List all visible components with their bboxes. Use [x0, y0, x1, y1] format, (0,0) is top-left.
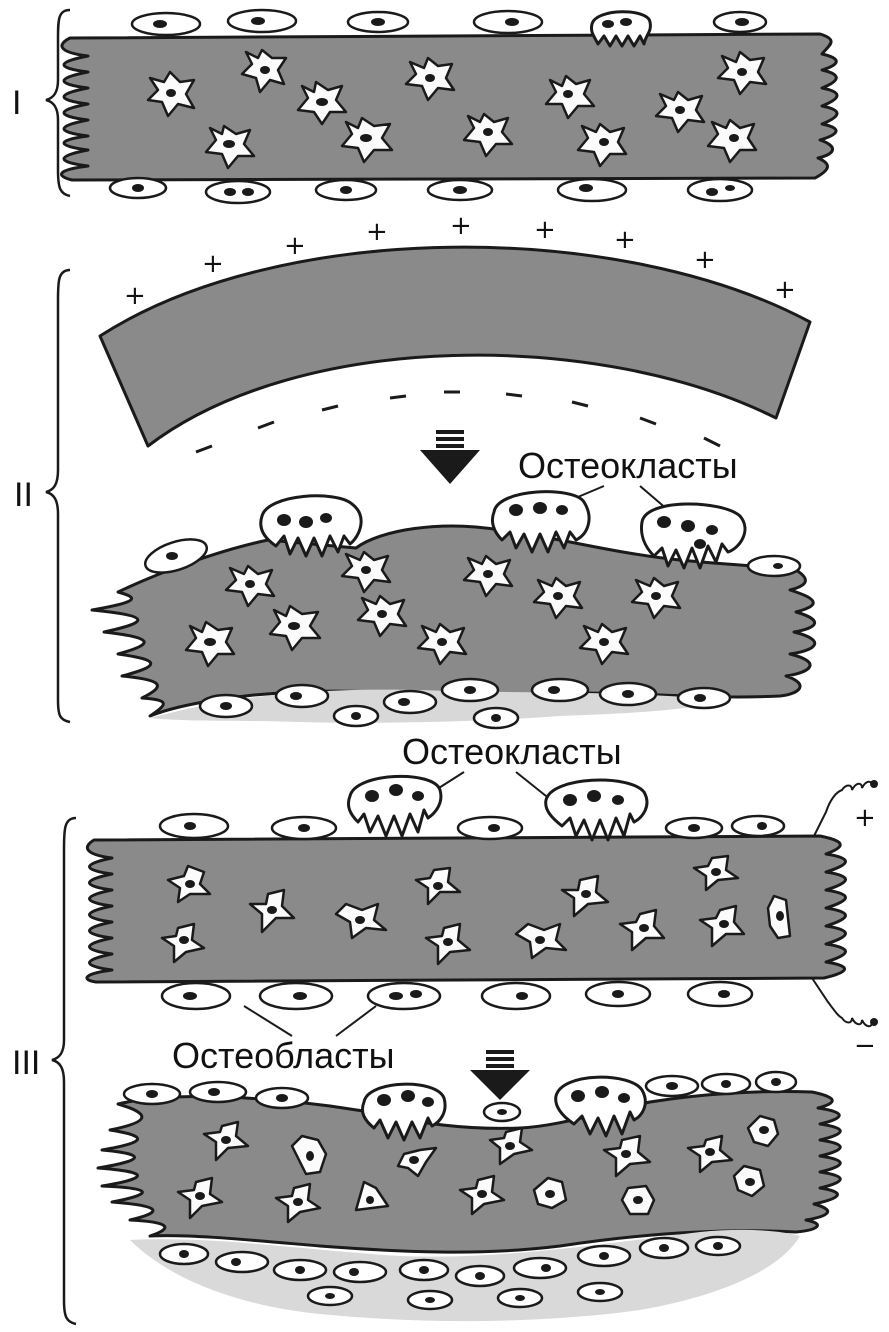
lining-cell — [132, 13, 200, 35]
process-arrow-iii — [470, 1050, 530, 1100]
osteoblast — [640, 1238, 688, 1258]
plus-sign: + — [450, 211, 472, 241]
osteoclast-small-i — [591, 12, 650, 46]
osteoblast — [368, 983, 440, 1009]
process-arrow-ii — [420, 430, 480, 484]
osteoblast — [216, 1252, 268, 1272]
osteoclast — [546, 780, 647, 840]
osteoblasts-row-iii — [162, 982, 752, 1009]
osteoblast — [532, 679, 588, 701]
osteoblast — [200, 695, 252, 717]
osteoblast — [456, 1266, 504, 1286]
lining-cell — [256, 1088, 308, 1108]
osteoblast — [334, 706, 378, 726]
section-i-numeral: I — [12, 84, 21, 122]
brace-i — [46, 10, 70, 196]
osteoclasts-label-2: Остеокласты — [402, 731, 622, 772]
lining-cells-top-iii — [160, 814, 784, 839]
osteoblast — [400, 1260, 448, 1280]
osteoblast — [442, 679, 498, 701]
bone-slab-iii-remodeled — [98, 1091, 840, 1252]
positive-electrode: + — [814, 780, 878, 836]
lining-cell — [228, 10, 296, 32]
lining-cell — [190, 1082, 246, 1102]
negative-charges — [196, 392, 720, 452]
osteoblast — [160, 1244, 208, 1264]
section-i: I — [12, 10, 837, 203]
lining-cell — [558, 179, 626, 201]
osteoblast — [586, 982, 650, 1006]
lining-cell — [714, 12, 766, 32]
lining-cell — [484, 1103, 520, 1121]
osteoblast — [482, 983, 550, 1009]
osteoblast — [474, 708, 518, 728]
lining-cell — [428, 180, 492, 200]
osteoclast — [348, 776, 440, 836]
lining-cell — [272, 817, 336, 839]
plus-sign: + — [694, 245, 716, 275]
lining-cell — [646, 1076, 698, 1096]
lining-cell — [206, 181, 270, 203]
lining-cell — [732, 816, 784, 836]
plus-sign: + — [774, 275, 796, 305]
lining-cell — [160, 814, 228, 838]
section-iii: Остеокласты III — [12, 731, 878, 1324]
osteoblast — [578, 1283, 622, 1301]
osteoclasts-label-1: Остеокласты — [518, 445, 738, 486]
minus-sign: − — [854, 1031, 876, 1061]
brace-iii — [52, 818, 76, 1324]
lining-cell — [666, 818, 722, 838]
osteoblast — [600, 683, 656, 705]
osteoblasts-label: Остеобласты — [172, 1035, 395, 1076]
lining-cell — [688, 179, 752, 201]
osteoblast — [308, 1287, 352, 1305]
lining-cell — [458, 817, 522, 839]
plus-sign: + — [534, 215, 556, 245]
osteocyte — [622, 1186, 654, 1214]
osteoblast — [678, 688, 730, 708]
lining-cells-bottom-i — [110, 178, 752, 203]
osteoblast — [498, 1289, 542, 1307]
brace-ii — [46, 270, 70, 722]
leader-line — [336, 1006, 376, 1036]
lining-cell — [348, 12, 408, 32]
plus-sign: + — [124, 281, 146, 311]
lining-cell — [748, 556, 800, 576]
bone-slab-i — [61, 34, 837, 180]
plus-sign: + — [614, 225, 636, 255]
plus-sign: + — [284, 231, 306, 261]
osteoblast — [334, 1262, 386, 1282]
osteoblast — [384, 691, 436, 713]
lining-cell — [124, 1084, 180, 1104]
section-iii-numeral: III — [12, 1044, 40, 1082]
section-ii-numeral: II — [14, 476, 33, 514]
lining-cell — [474, 11, 542, 33]
plus-sign: + — [202, 249, 224, 279]
section-ii: II + + + + + + + + + — [14, 211, 815, 728]
plus-sign: + — [854, 803, 876, 833]
lining-cell — [756, 1072, 796, 1092]
osteoblast — [578, 1246, 630, 1266]
leader-line — [244, 1006, 292, 1036]
osteoblast — [514, 1258, 566, 1278]
osteoblast — [162, 983, 230, 1009]
osteoblast — [688, 982, 752, 1006]
lining-cell — [316, 180, 376, 200]
lining-cell — [110, 178, 166, 198]
osteoblast — [276, 685, 328, 707]
lining-cell — [702, 1074, 750, 1094]
osteoblast — [274, 1260, 326, 1280]
osteoblast — [408, 1291, 452, 1309]
plus-sign: + — [366, 217, 388, 247]
lining-cells-top-i — [132, 10, 766, 35]
negative-electrode: − — [812, 978, 878, 1061]
osteoblast — [696, 1237, 740, 1255]
osteoblast — [260, 983, 332, 1009]
